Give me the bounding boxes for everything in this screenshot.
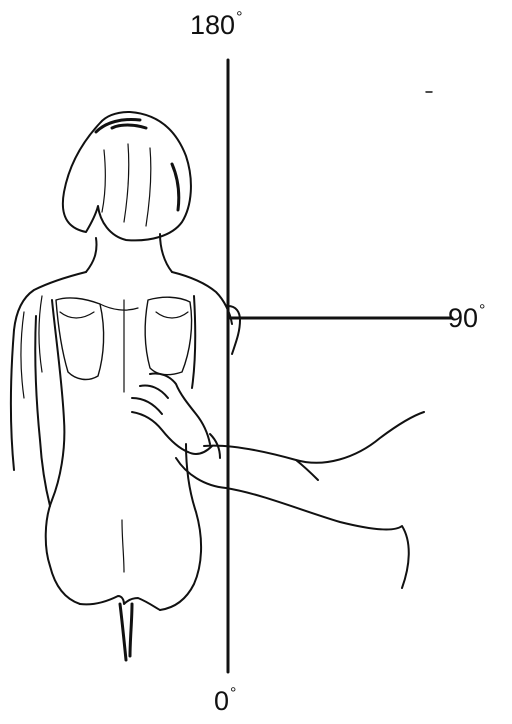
torso-left	[46, 300, 80, 604]
angle-label-180-degree: °	[236, 9, 242, 26]
right-shoulder-blade	[145, 297, 191, 374]
angle-label-90: 90°	[448, 305, 485, 332]
angle-label-180: 180°	[190, 12, 242, 39]
figure-back-view	[11, 112, 232, 660]
angle-label-0-degree: °	[230, 685, 236, 702]
hair	[63, 112, 191, 240]
left-arm-detail	[21, 296, 42, 398]
right-leg	[130, 604, 132, 656]
hair-strands	[102, 144, 151, 226]
shoulder-line	[14, 272, 232, 330]
spine	[122, 300, 124, 572]
angle-label-90-value: 90	[448, 303, 478, 333]
left-leg	[120, 604, 126, 660]
angle-label-0: 0°	[214, 688, 236, 715]
examiner-forearm-lower	[176, 458, 409, 588]
left-arm-inner	[35, 316, 50, 506]
angle-label-90-degree: °	[479, 302, 485, 319]
left-arm-outer	[11, 330, 14, 470]
left-shoulder-blade	[56, 298, 104, 380]
goniometer-axes	[228, 60, 452, 672]
hair-shadow	[96, 120, 179, 211]
angle-label-0-value: 0	[214, 686, 229, 716]
angle-label-180-value: 180	[190, 10, 235, 40]
hand-on-back	[132, 373, 210, 452]
examiner-forearm-upper	[204, 412, 424, 463]
